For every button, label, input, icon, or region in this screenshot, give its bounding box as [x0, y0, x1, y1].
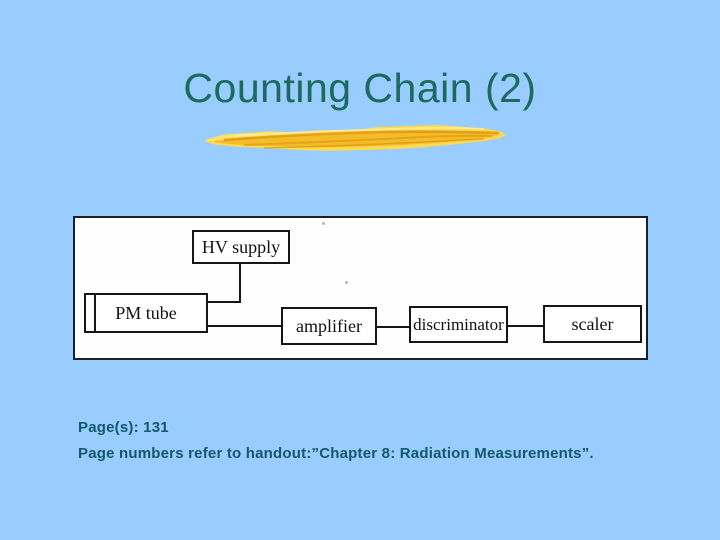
wire-pm-tube-to-amplifier — [208, 325, 281, 327]
wire-hv-supply-to-pm-tube — [208, 301, 241, 303]
wire-amplifier-to-discriminator — [377, 326, 409, 328]
diagram-label-hv-supply: HV supply — [201, 236, 281, 257]
brush-stroke-underline — [205, 125, 506, 151]
wire-hv-supply-vertical — [239, 264, 241, 303]
diagram-box-discriminator: discriminator — [409, 306, 508, 343]
pm-tube-window-line — [94, 295, 96, 331]
footnote: Page(s): 131 Page numbers refer to hando… — [78, 415, 594, 467]
diagram-box-pm-tube: PM tube — [84, 293, 208, 333]
diagram-label-discriminator: discriminator — [413, 314, 504, 334]
wire-discriminator-to-scaler — [508, 325, 543, 327]
diagram-box-hv-supply: HV supply — [192, 230, 290, 264]
scan-speck — [322, 222, 325, 225]
scan-speck — [345, 281, 348, 284]
footnote-pages: Page(s): 131 — [78, 419, 169, 436]
footnote-handout-note: Page numbers refer to handout:”Chapter 8… — [78, 445, 594, 462]
diagram-box-amplifier: amplifier — [281, 307, 377, 345]
page-title: Counting Chain (2) — [183, 65, 537, 111]
diagram-label-amplifier: amplifier — [296, 315, 362, 336]
diagram-box-scaler: scaler — [543, 305, 642, 343]
diagram-label-pm-tube: PM tube — [115, 302, 177, 323]
diagram-label-scaler: scaler — [571, 313, 614, 334]
diagram-panel: HV supply PM tube amplifier discriminato… — [73, 216, 648, 360]
